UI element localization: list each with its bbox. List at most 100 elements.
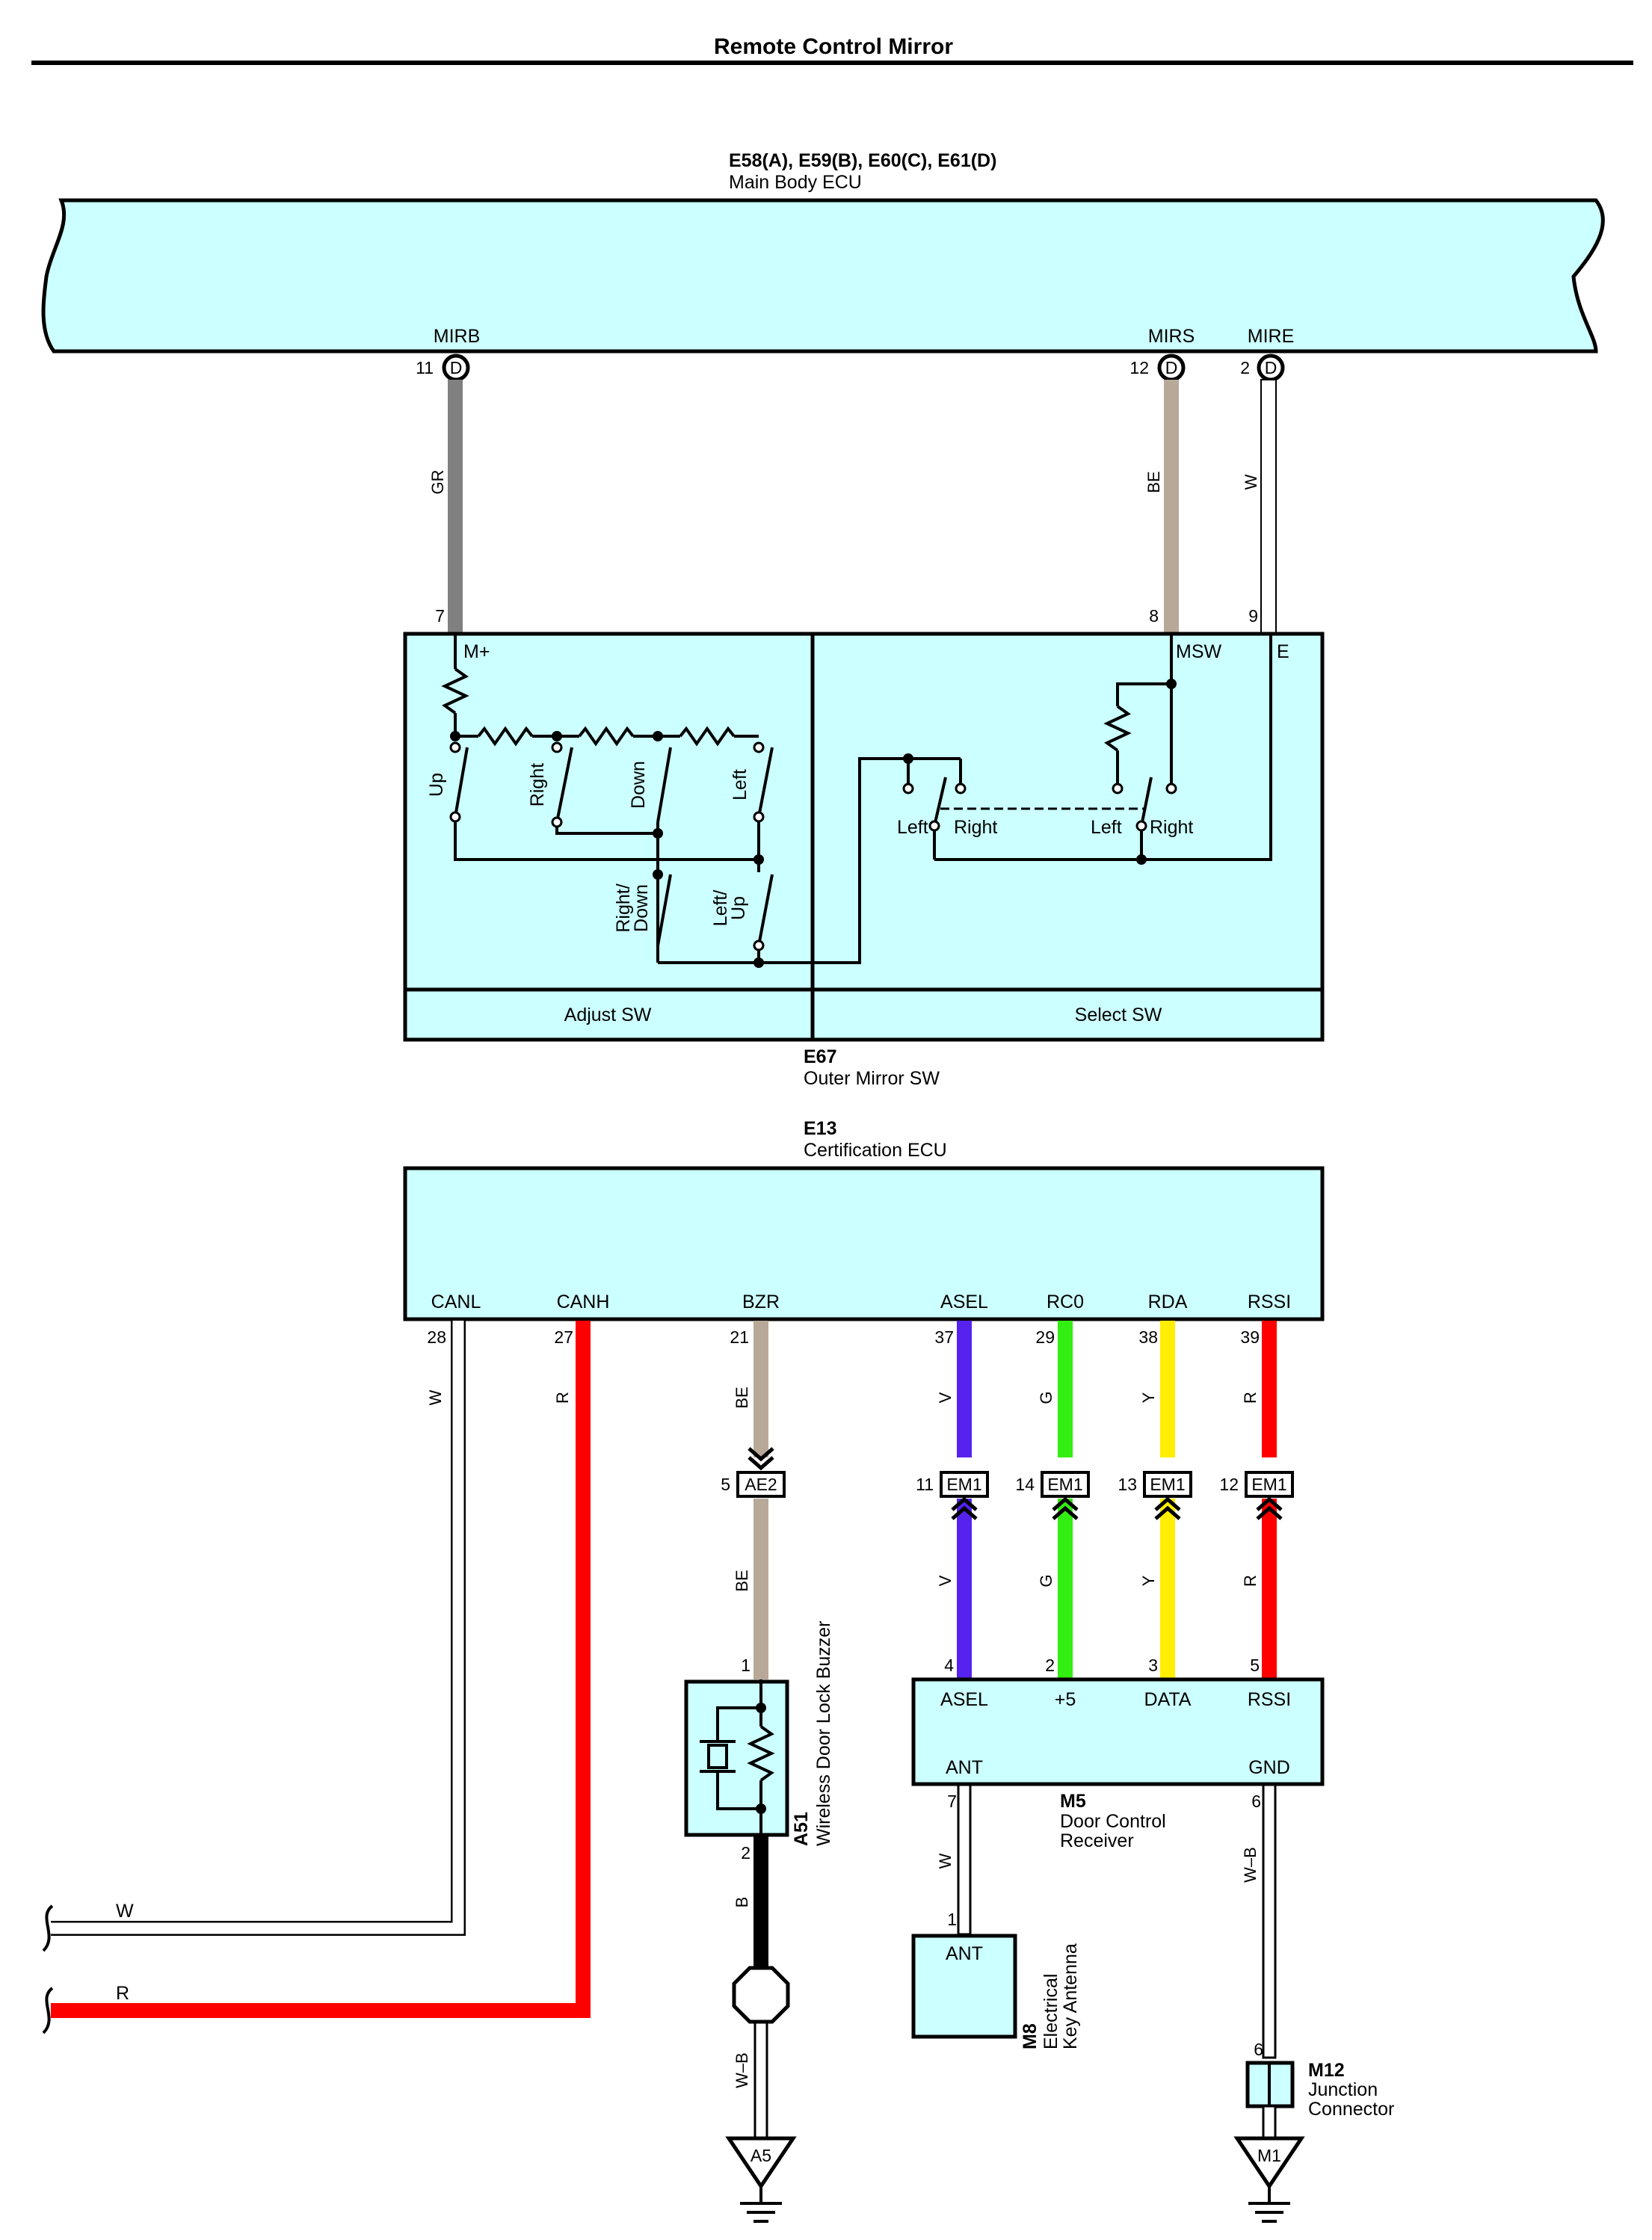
switch-right-label: Right (527, 763, 548, 806)
select-left-label-2: Left (1091, 817, 1122, 838)
left-wire-w-label: W (116, 1901, 134, 1922)
switch-right-down-label-1: Right/ (613, 883, 634, 932)
junction-ae2-pin: 5 (721, 1475, 730, 1494)
adjust-sw-circuit (441, 634, 910, 964)
wire-rda-y-upper (1160, 1321, 1175, 1457)
junction-em1-rda-pin: 13 (1118, 1475, 1137, 1494)
junction-em1-rssi-pin: 12 (1219, 1475, 1239, 1494)
select-sw-label: Select SW (1075, 1005, 1162, 1025)
switch-up-label: Up (426, 773, 447, 797)
mirs-terminal-label: MIRS (1148, 326, 1195, 347)
junction-em1-rc0-label: EM1 (1047, 1475, 1082, 1494)
junction-m12-code: M12 (1308, 2060, 1345, 2081)
wire-m12-to-ground (1262, 2105, 1277, 2140)
switch-left-up-label-2: Up (728, 896, 749, 920)
receiver-code: M5 (1060, 1791, 1086, 1812)
buzzer-box (684, 1679, 789, 1837)
main-body-ecu-box (41, 198, 1605, 354)
antenna-term-label: ANT (946, 1943, 983, 1964)
certification-ecu-code: E13 (804, 1118, 836, 1139)
junction-connector-ae2: AE2 5 (721, 1447, 786, 1498)
left-wire-r-label: R (116, 1983, 129, 2004)
wire-w-mire (1260, 379, 1277, 635)
wire-bzr-be-lower (753, 1499, 768, 1679)
wire-code-ant-w: W (936, 1853, 955, 1869)
canh-terminal-label: CANH (557, 1292, 610, 1312)
canl-pin-number: 28 (427, 1327, 446, 1347)
select-sw-contacts (902, 783, 1177, 832)
mirb-connector-letter: D (450, 358, 463, 377)
adjust-sw-label: Adjust SW (564, 1005, 652, 1025)
ground-junction-octagon (732, 1966, 790, 2024)
mirb-terminal-label: MIRB (434, 326, 481, 347)
switch-right-down-label-2: Down (631, 884, 652, 932)
buzzer-node-top (756, 1703, 766, 1713)
wire-asel-v-upper (957, 1321, 972, 1457)
antenna-name-1: Electrical (1041, 1974, 1061, 2049)
canh-pin-number: 27 (554, 1327, 573, 1347)
receiver-name-2: Receiver (1060, 1830, 1134, 1851)
junction-em1-rda-label: EM1 (1150, 1475, 1185, 1494)
wire-gr (448, 380, 463, 634)
receiver-name-1: Door Control (1060, 1811, 1166, 1832)
junction-em1-rssi-label: EM1 (1251, 1475, 1286, 1494)
wire-rssi-r-lower (1262, 1499, 1277, 1679)
m-plus-terminal: M+ (463, 641, 490, 662)
receiver-box (911, 1677, 1325, 1786)
receiver-pin-gnd: 6 (1251, 1792, 1261, 1811)
receiver-term-gnd: GND (1248, 1757, 1290, 1778)
junction-connector-em1-rda: EM1 13 (1118, 1471, 1192, 1520)
main-body-ecu-name: Main Body ECU (729, 172, 862, 193)
outer-mirror-sw-code: E67 (804, 1046, 836, 1067)
junction-em1-asel-pin: 11 (916, 1475, 934, 1494)
select-right-label-2: Right (1150, 817, 1193, 838)
wire-gnd-wb (1262, 1783, 1277, 2059)
wire-buzzer-b (753, 1835, 768, 1973)
antenna-pin: 1 (947, 1910, 957, 1929)
receiver-term-ant: ANT (946, 1757, 983, 1778)
buzzer-pin-top: 1 (741, 1656, 751, 1675)
wire-code-canh-r: R (553, 1392, 572, 1404)
wire-rssi-r-upper (1262, 1321, 1277, 1457)
wire-code-bzr-be-lower: BE (733, 1570, 751, 1591)
receiver-term-rssi: RSSI (1248, 1689, 1291, 1710)
rda-pin-number: 38 (1138, 1327, 1158, 1347)
receiver-pin-asel: 4 (944, 1656, 954, 1675)
e-terminal: E (1277, 641, 1289, 662)
wire-code-be-upper: BE (1144, 471, 1163, 493)
wire-code-rssi-r-upper: R (1241, 1392, 1260, 1404)
junction-ae2-label: AE2 (745, 1475, 777, 1494)
ground-a5-icon: A5 (725, 2136, 797, 2223)
select-sw-circuit (907, 634, 1272, 861)
left-break-w (42, 1904, 54, 1952)
wire-canl-w-fill (51, 1321, 464, 1934)
mire-connector-letter: D (1265, 358, 1277, 377)
junction-em1-asel-label: EM1 (946, 1475, 981, 1494)
antenna-name-2: Key Antenna (1060, 1943, 1081, 2049)
outer-mirror-sw-name: Outer Mirror SW (804, 1068, 940, 1089)
buzzer-pin-bottom: 2 (741, 1843, 751, 1863)
rda-terminal-label: RDA (1148, 1292, 1188, 1312)
select-right-label-1: Right (954, 817, 997, 838)
wire-code-rc0-g-lower: G (1037, 1574, 1055, 1587)
switch-pin-7: 7 (435, 606, 445, 626)
wire-code-asel-v-lower: V (936, 1575, 955, 1586)
wire-be-mirs (1164, 380, 1179, 634)
switch-pin-8: 8 (1149, 606, 1159, 626)
rssi-pin-number: 39 (1240, 1327, 1260, 1347)
switch-pin-9: 9 (1248, 606, 1258, 626)
wire-code-gnd-wb: W–B (1241, 1847, 1260, 1883)
switch-left-up-label-1: Left/ (710, 890, 731, 927)
mirs-pin-number: 12 (1129, 358, 1149, 377)
certification-ecu-terminal-labels: CANL CANH BZR ASEL RC0 RDA RSSI (431, 1292, 1292, 1312)
wire-code-rda-y-upper: Y (1139, 1392, 1158, 1403)
ground-m1-icon: M1 (1233, 2136, 1305, 2223)
junction-connector-em1-rssi: EM1 12 (1219, 1471, 1294, 1520)
buzzer-code: A51 (791, 1812, 812, 1846)
mirb-pin-number: 11 (416, 358, 434, 377)
receiver-term-plus5: +5 (1055, 1689, 1076, 1710)
junction-connector-em1-asel: EM1 11 (916, 1471, 989, 1520)
wire-code-b: B (733, 1897, 751, 1908)
receiver-pin-plus5: 2 (1045, 1656, 1055, 1675)
